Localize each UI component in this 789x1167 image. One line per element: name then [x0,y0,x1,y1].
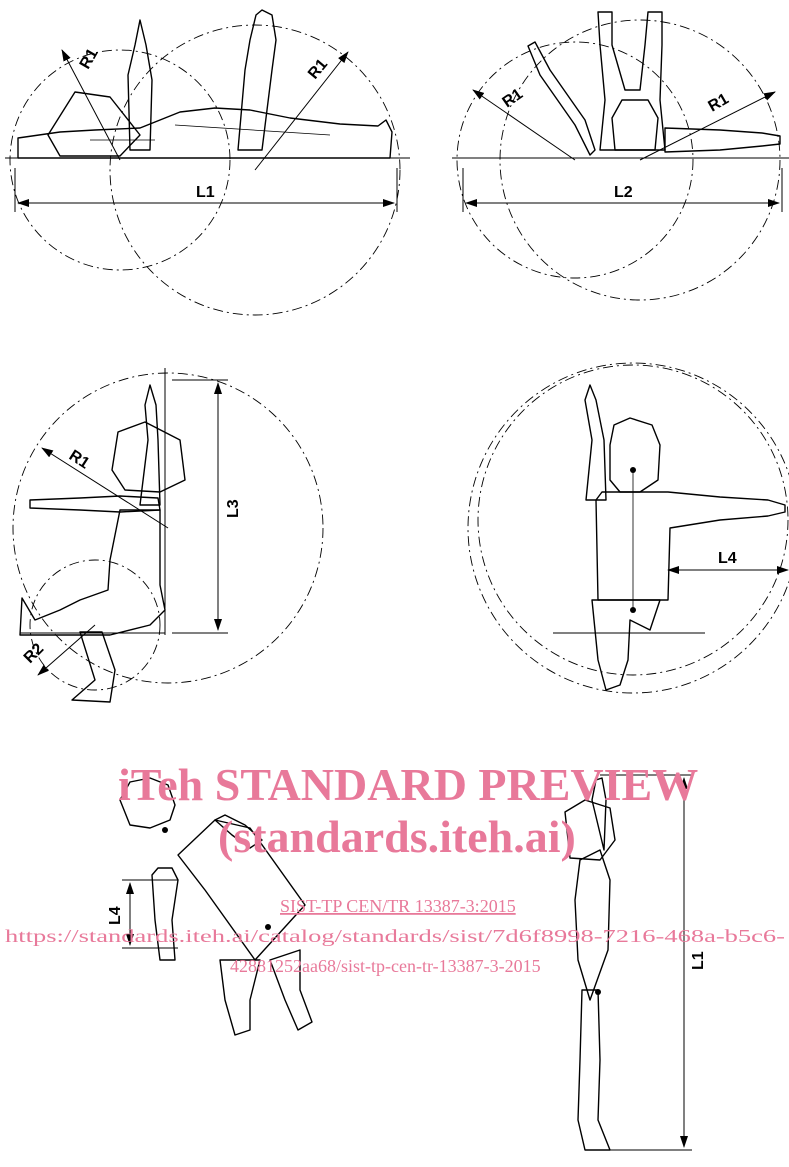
torso-side [574,849,611,1001]
torso-legs-sitting [19,509,166,636]
watermark-line-3[interactable]: SIST-TP CEN/TR 13387-3:2015 [280,896,516,916]
raised-arm [127,19,153,151]
upper-arm-bending [214,814,263,849]
watermark-line-4[interactable]: https://standards.iteh.ai/catalog/standa… [5,926,785,946]
panel-standing-front: L4 [467,362,789,694]
limb-centerlines [90,124,331,141]
head-front [611,99,659,151]
hip-dot-bending [265,924,271,930]
label-l2: L2 [614,184,633,201]
panel-lying-side: R1 R1 L1 [5,9,410,316]
label-r1-a: R1 [77,46,102,72]
reach-circle-right-2 [499,19,781,301]
arm-up-sitting [139,384,161,506]
head-bending [119,777,176,829]
panel-standing-side: L1 [564,774,707,1151]
label-l4-vertical: L4 [107,906,124,925]
label-r1-e: R1 [66,447,92,472]
arm-horizontal [664,127,781,153]
watermark-line-5[interactable]: 42881252aa68/sist-tp-cen-tr-13387-3-2015 [230,956,541,976]
legs-side [577,989,611,1151]
panel-sitting: R1 R2 L3 [12,368,324,703]
head-standing [609,417,661,493]
reach-circle-left-2 [456,41,694,279]
label-l1-vertical: L1 [690,951,707,970]
arm-up-side [591,777,607,851]
reach-circle-standing-a [477,364,789,676]
head-profile [47,91,141,157]
leg-right-bending [269,949,313,1031]
legs-up [597,11,666,151]
lying-figure-body [17,107,393,159]
label-r1-c: R1 [500,86,527,112]
head-dot-bending [162,827,168,833]
torso-arm-standing [595,491,786,601]
foot-sitting [71,631,116,703]
head-side [564,799,616,861]
panel-bending: L4 [107,777,313,1036]
watermark: iTeh STANDARD PREVIEW (standards.iteh.ai… [5,759,785,976]
head-sitting [111,421,186,493]
r1-leader-sitting [41,447,169,529]
reach-circle-sitting [12,372,324,684]
reach-circle-leg [29,559,161,691]
arm-diagonal [527,41,596,156]
label-r1-d: R1 [706,90,732,115]
r1-leader-left [61,49,121,161]
raised-leg [237,9,277,151]
r1-leader-right-2 [639,91,776,161]
watermark-line-1: iTeh STANDARD PREVIEW [118,759,698,810]
r1-leader-left-2 [472,89,576,161]
watermark-line-2: (standards.iteh.ai) [218,811,576,862]
r1-leader-right [254,51,349,171]
panel-lying-front: R1 R1 L2 [452,11,789,301]
reach-circle-right [109,24,401,316]
legs-standing [591,599,661,691]
hanging-arm [151,867,179,961]
leg-left-bending [219,959,261,1036]
label-l4: L4 [718,550,737,567]
label-r2: R2 [21,640,48,667]
arm-up-standing [584,384,607,501]
hip-dot-side [595,989,601,995]
r2-leader [37,624,96,676]
label-l1: L1 [196,184,215,201]
label-l3: L3 [225,499,242,518]
reach-circle-left [9,49,231,271]
